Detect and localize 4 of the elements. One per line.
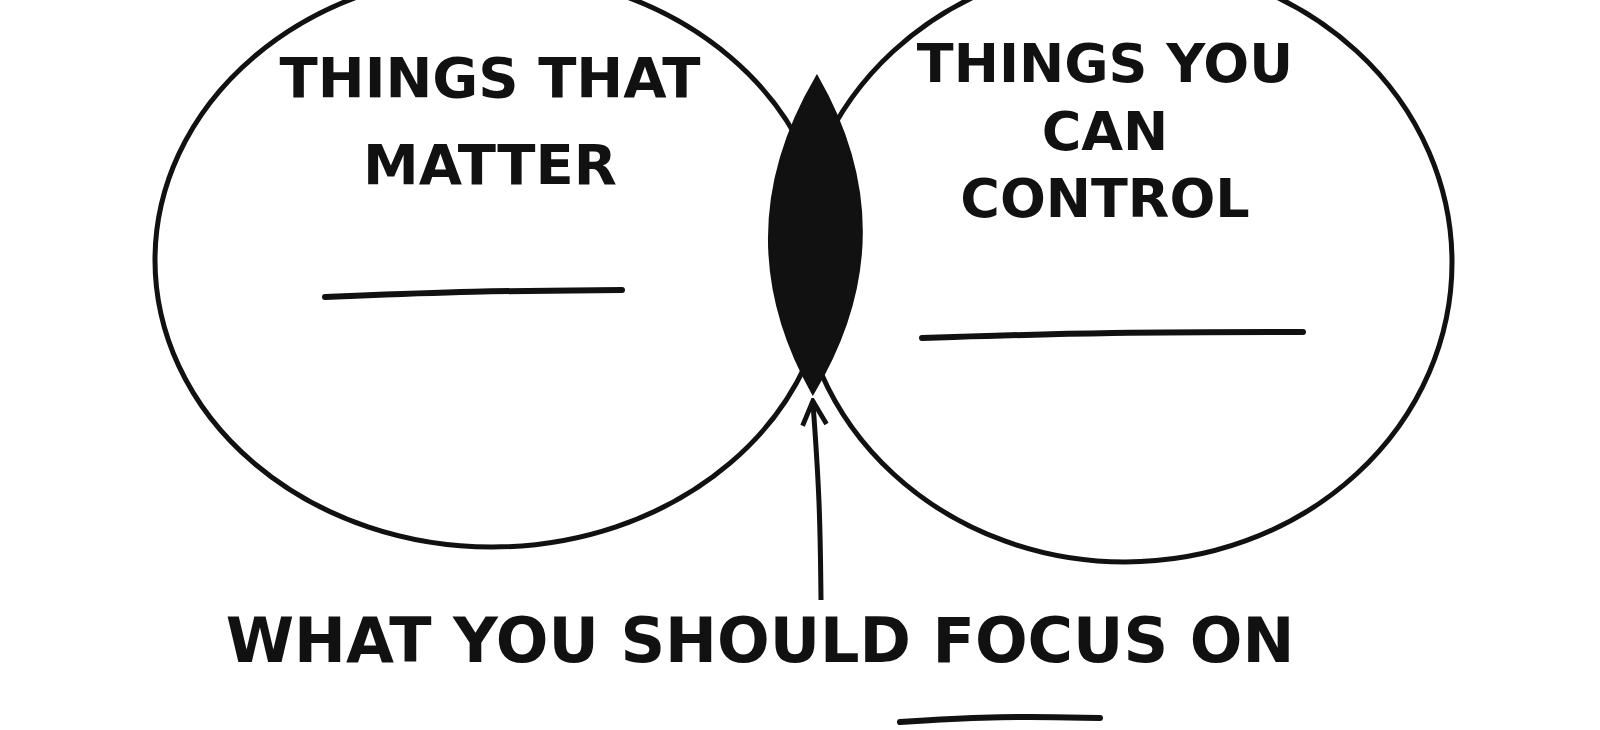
caption-text: WHAT YOU SHOULD FOCUS ON	[224, 603, 1296, 679]
circle-label: THINGS YOU CAN CONTROL	[915, 31, 1295, 232]
arrow	[800, 398, 829, 601]
circle-label: THINGS THAT MATTER	[278, 44, 702, 199]
